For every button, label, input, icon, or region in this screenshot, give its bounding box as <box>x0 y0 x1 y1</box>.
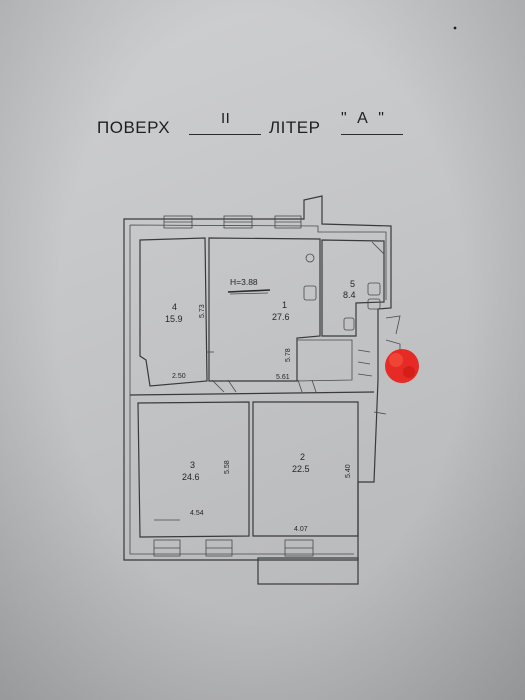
letter-underline <box>341 134 403 135</box>
letter-value: " А " <box>341 110 387 127</box>
height-note: Н=3.88 <box>230 277 258 287</box>
room-2-number: 2 <box>300 452 305 462</box>
room-3-outline <box>137 401 250 538</box>
floor-underline <box>189 134 261 135</box>
room-1-number: 1 <box>282 300 287 310</box>
dim-room3-width: 4.54 <box>190 510 204 517</box>
room-3-number: 3 <box>190 460 195 470</box>
corridor <box>296 339 353 382</box>
dim-room3-depth: 5.58 <box>224 460 231 474</box>
room-4-number: 4 <box>172 302 177 312</box>
top-windows <box>163 215 302 229</box>
outer-wall-inner <box>129 224 387 555</box>
bottom-windows <box>153 539 314 557</box>
plan-header: ПОВЕРХ II ЛІТЕР " А " <box>97 110 427 144</box>
dim-room2-depth: 5.40 <box>345 464 352 478</box>
floor-value: II <box>221 110 231 127</box>
dim-room1-depth: 5.78 <box>285 348 292 362</box>
outer-wall <box>123 195 392 561</box>
room-2-outline <box>252 401 359 537</box>
red-marker-blot <box>385 349 419 383</box>
dim-room4-width: 2.50 <box>172 373 186 380</box>
room-2-area: 22.5 <box>292 464 310 474</box>
room-5-number: 5 <box>350 279 355 289</box>
dim-room2-width: 4.07 <box>294 526 308 533</box>
door-symbols <box>211 315 401 415</box>
room-4-outline <box>139 237 208 387</box>
dim-room4-depth: 5.73 <box>199 304 206 318</box>
room-1-outline <box>208 237 321 382</box>
letter-label: ЛІТЕР <box>269 118 321 137</box>
height-note-underline <box>227 289 271 293</box>
floor-label: ПОВЕРХ <box>97 118 171 137</box>
room-3-area: 24.6 <box>182 472 200 482</box>
room-1-area: 27.6 <box>272 312 290 322</box>
room-4-area: 15.9 <box>165 314 183 324</box>
internal-marks <box>154 292 269 521</box>
room-5-outline <box>321 239 385 337</box>
sanitary-fixtures <box>303 241 385 331</box>
balcony <box>257 557 359 585</box>
dim-room1-width: 5.61 <box>276 374 290 381</box>
partition-wall <box>129 391 375 396</box>
paper-speck <box>453 26 457 30</box>
room-5-area: 8.4 <box>343 290 356 300</box>
